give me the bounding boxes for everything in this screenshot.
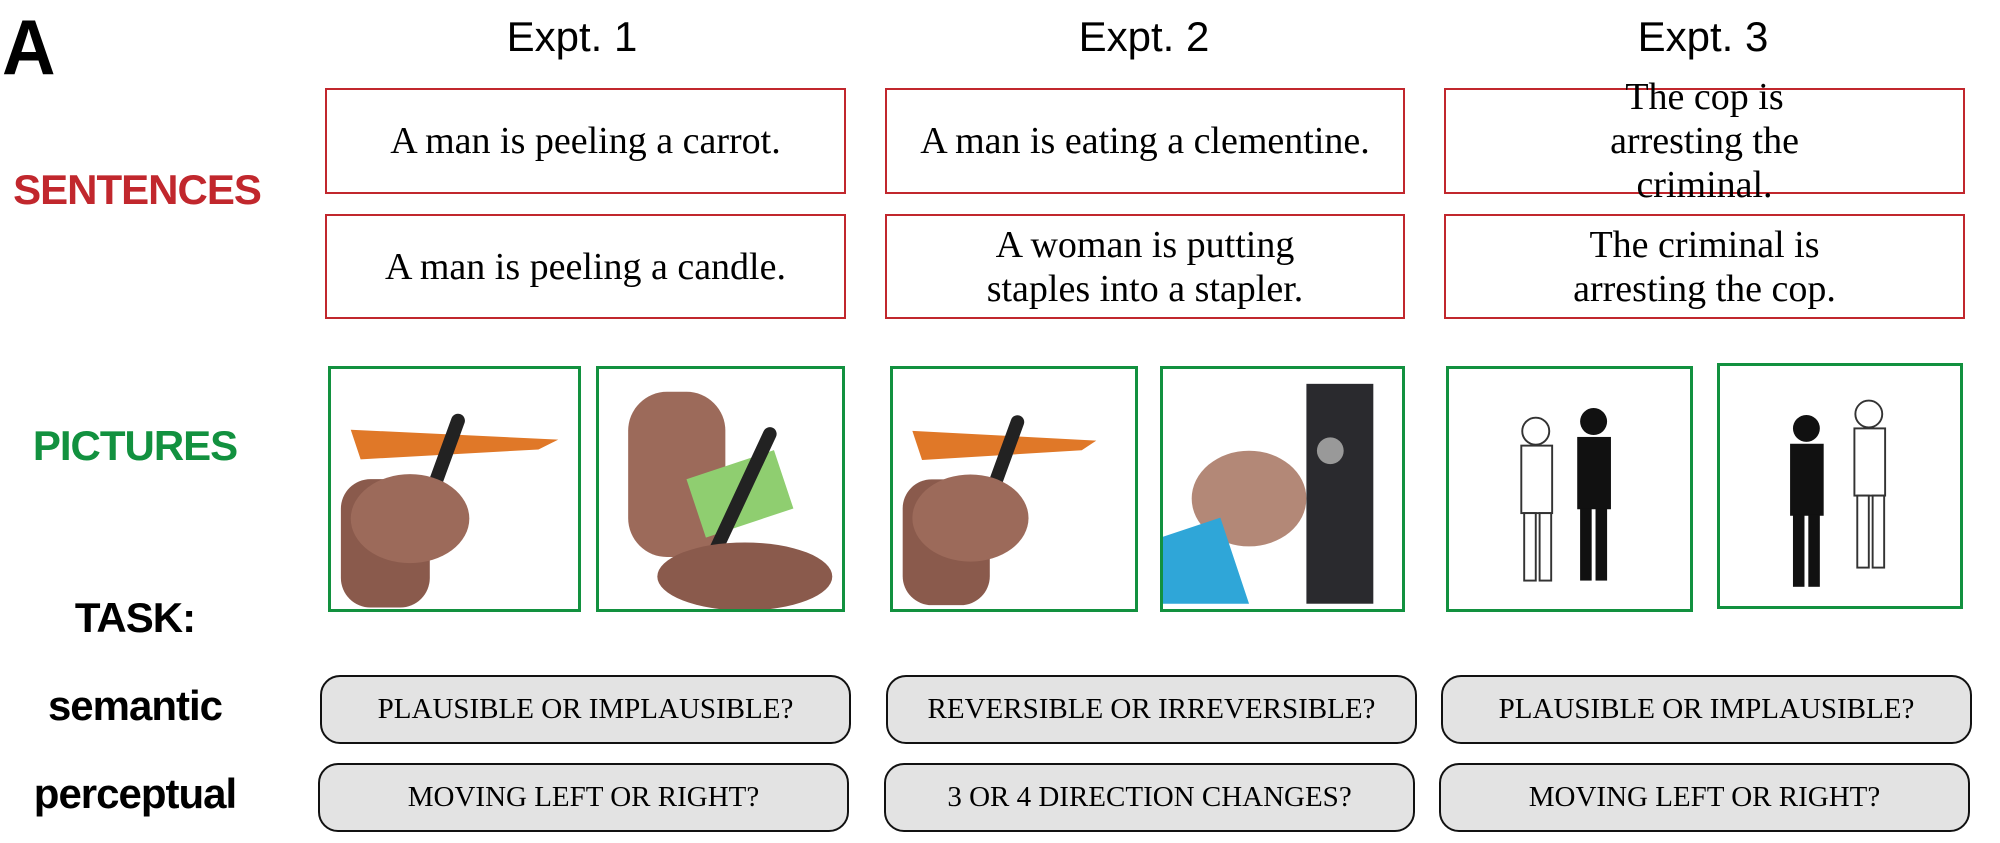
cop-arresting-criminal-picture	[1446, 366, 1693, 612]
semantic-label: semantic	[47, 682, 223, 729]
panel-label: A	[2, 3, 56, 91]
sentence-box: A man is eating a clementine.	[885, 88, 1405, 194]
semantic-task-box: PLAUSIBLE OR IMPLAUSIBLE?	[320, 675, 851, 744]
expt-1-title: Expt. 1	[506, 13, 638, 60]
sentence-box: The cop is arresting the criminal.	[1444, 76, 1965, 206]
sentence-box: A man is peeling a candle.	[325, 214, 846, 319]
semantic-task-box: REVERSIBLE OR IRREVERSIBLE?	[886, 675, 1417, 744]
sentence-box: The criminal is arresting the cop.	[1444, 214, 1965, 319]
semantic-task-box: PLAUSIBLE OR IMPLAUSIBLE?	[1441, 675, 1972, 744]
perceptual-task-box: MOVING LEFT OR RIGHT?	[1439, 763, 1970, 832]
perceptual-task-box: MOVING LEFT OR RIGHT?	[318, 763, 849, 832]
criminal-arresting-cop-picture	[1717, 363, 1963, 609]
peeling-carrot-picture	[890, 366, 1138, 612]
task-label: TASK:	[74, 594, 196, 641]
peeling-candle-picture	[596, 366, 845, 612]
sentences-label: SENTENCES	[13, 166, 262, 213]
sentence-box: A man is peeling a carrot.	[325, 88, 846, 194]
pictures-label: PICTURES	[32, 422, 238, 469]
expt-2-title: Expt. 2	[1078, 13, 1210, 60]
expt-3-title: Expt. 3	[1637, 13, 1769, 60]
perceptual-label: perceptual	[33, 770, 237, 817]
peeling-carrot-picture	[328, 366, 581, 612]
perceptual-task-box: 3 OR 4 DIRECTION CHANGES?	[884, 763, 1415, 832]
key-in-lock-picture	[1160, 366, 1405, 612]
sentence-box: A woman is putting staples into a staple…	[885, 214, 1405, 319]
